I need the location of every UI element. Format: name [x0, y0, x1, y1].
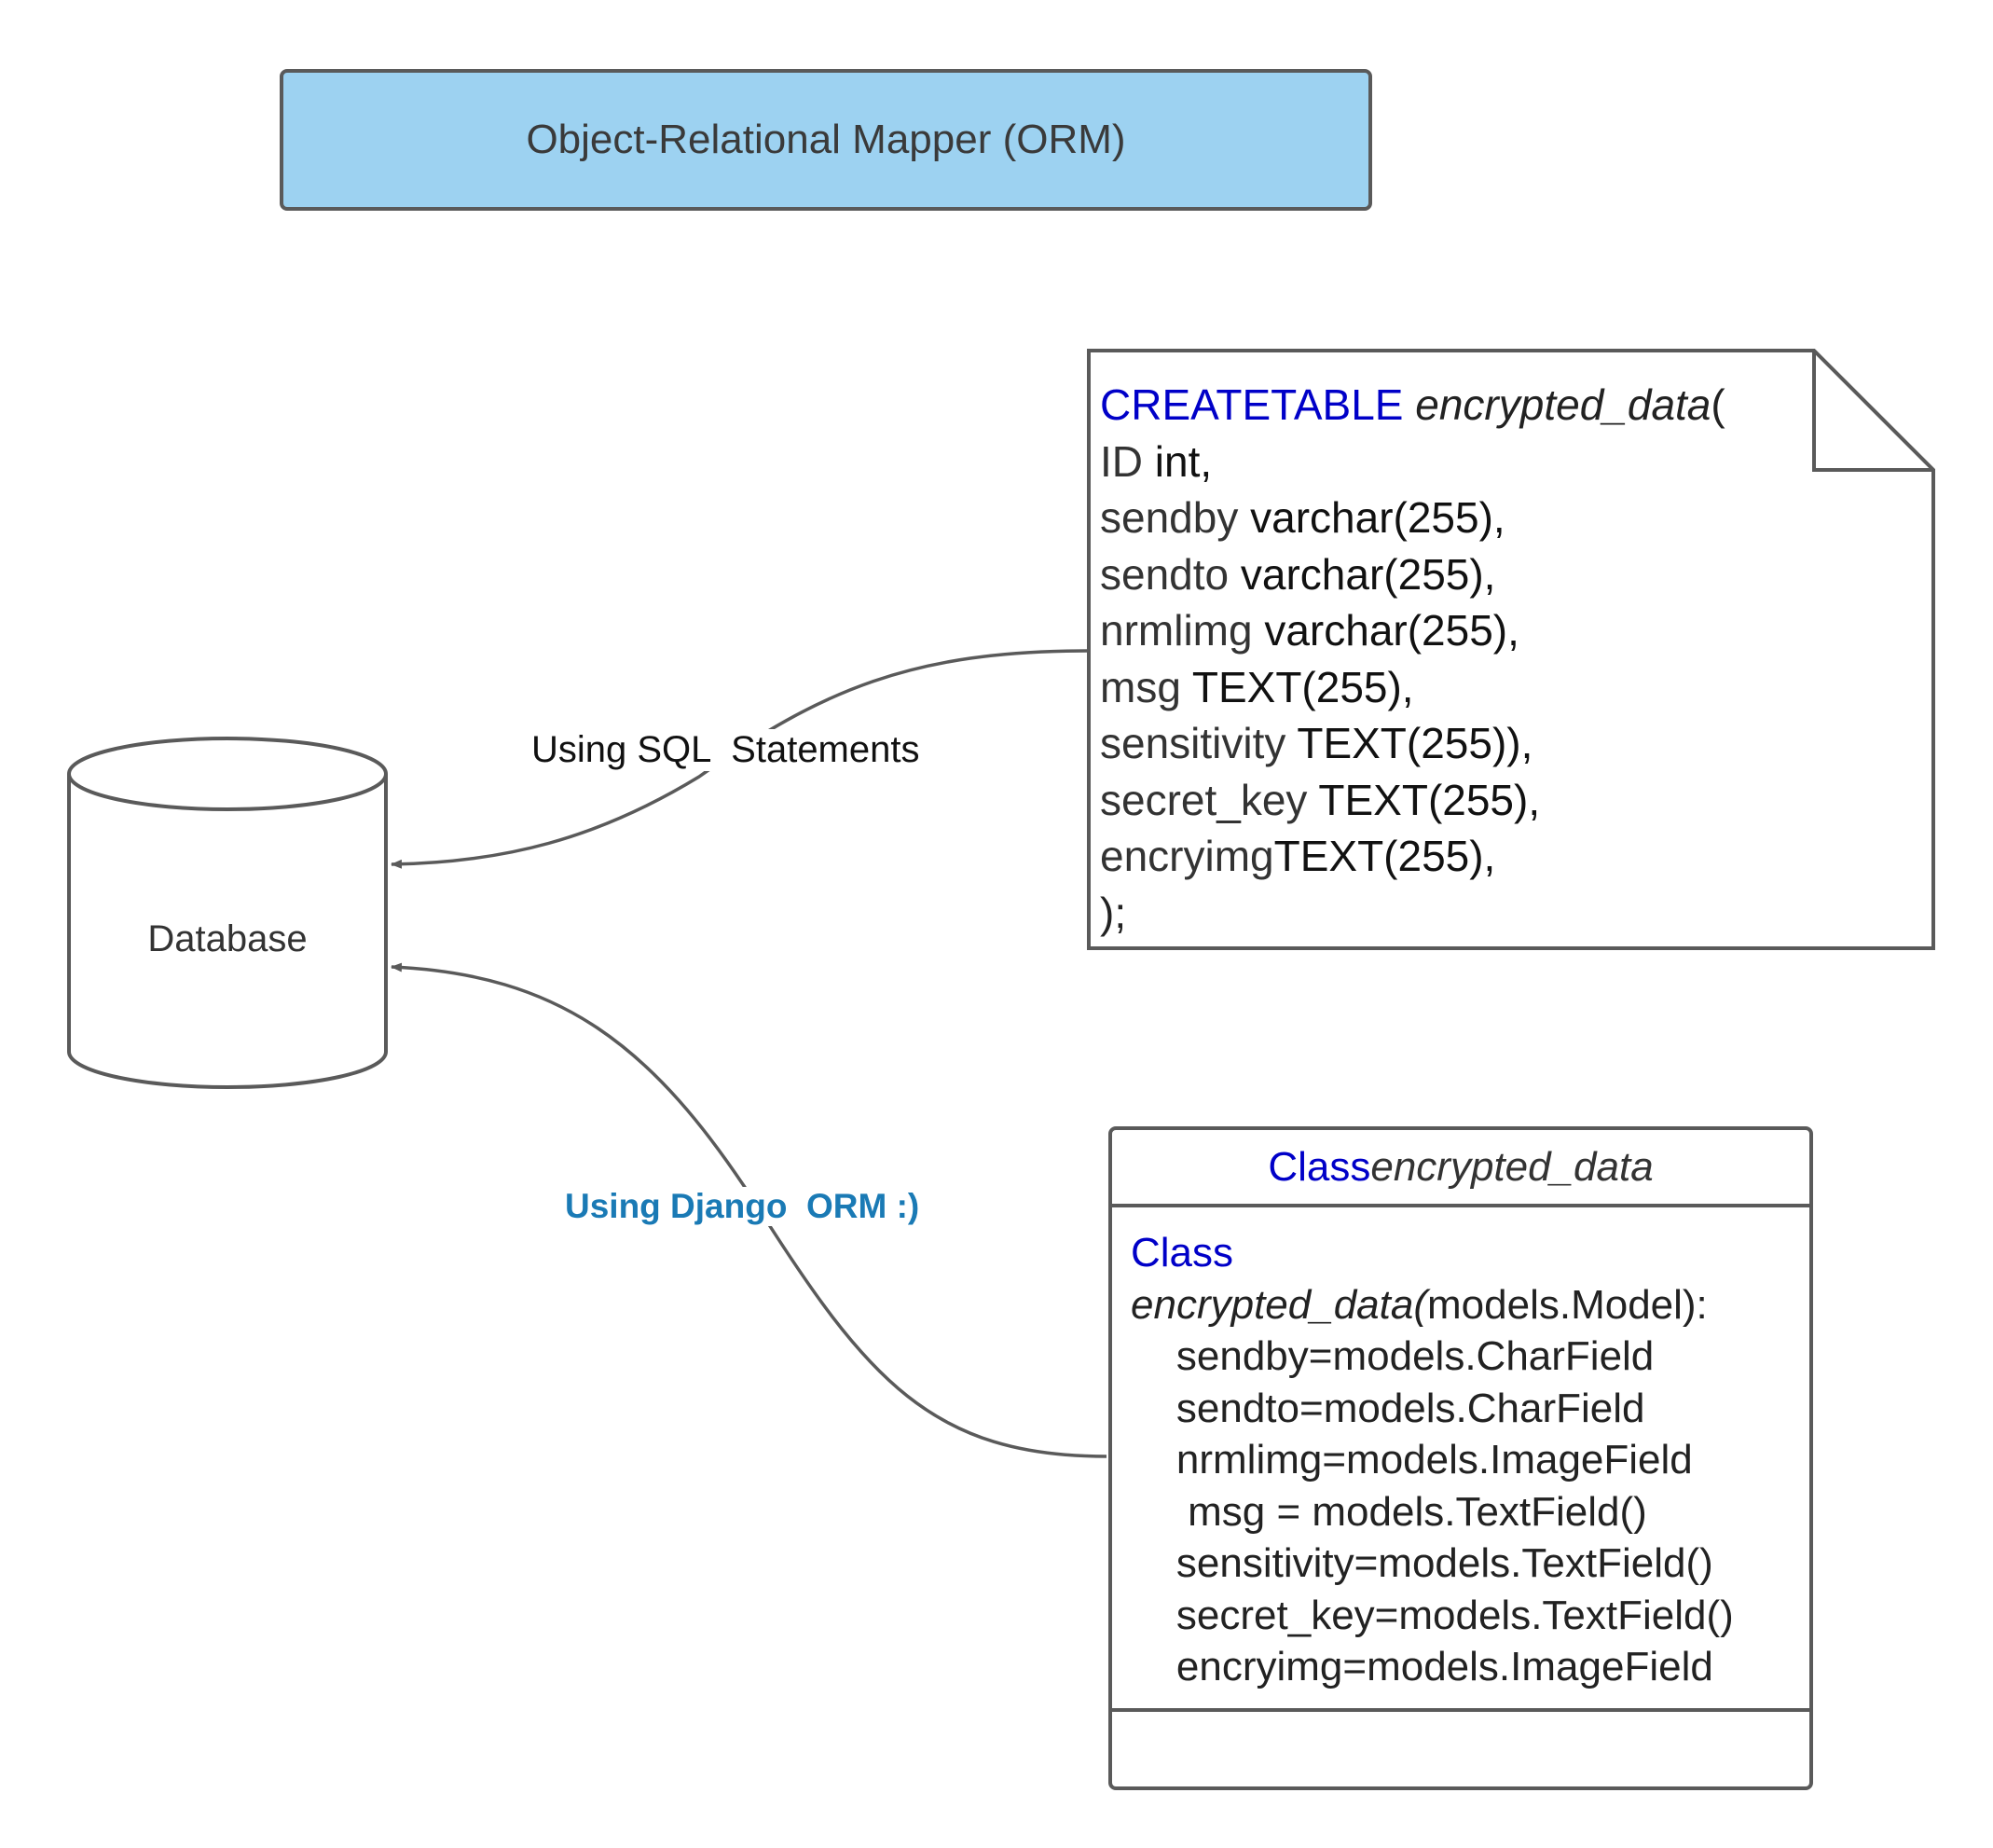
sql-column-name: sendby [1100, 493, 1239, 542]
sql-column-list: ID int,sendby varchar(255),sendto varcha… [1100, 434, 1920, 885]
sql-column-name: msg [1100, 662, 1181, 711]
database-top [67, 737, 388, 811]
database-cylinder[interactable] [67, 737, 388, 1089]
database-body [67, 774, 388, 1089]
class-field-line: secret_key=models.TextField() [1131, 1592, 1734, 1638]
sql-table-name: encrypted_data [1415, 380, 1711, 429]
sql-column-name: encryimg [1100, 832, 1274, 880]
sql-column-type: TEXT(255)), [1285, 719, 1533, 767]
class-header: Class encrypted_data [1112, 1130, 1809, 1207]
sql-column-type: TEXT(255), [1180, 662, 1414, 711]
note-fold [1812, 351, 1933, 472]
sql-column-line: secret_key TEXT(255), [1100, 772, 1920, 829]
class-methods-section [1112, 1708, 1809, 1783]
class-field-line: nrmlimg=models.ImageField [1131, 1437, 1693, 1483]
sql-column-line: ID int, [1100, 434, 1920, 490]
sql-note-shape[interactable] [1087, 349, 1935, 950]
sql-column-type: varchar(255), [1238, 493, 1505, 542]
sql-column-type: varchar(255), [1252, 606, 1519, 655]
django-edge-label: Using Django ORM :) [556, 1187, 929, 1226]
sql-note-text: CREATETABLE encrypted_data( ID int,sendb… [1100, 377, 1920, 941]
class-field-line: msg = models.TextField() [1131, 1488, 1647, 1535]
sql-closing: ); [1100, 888, 1127, 937]
sql-column-name: sendto [1100, 549, 1230, 599]
sql-column-name: ID [1100, 436, 1143, 486]
sql-column-name: nrmlimg [1100, 606, 1253, 655]
title-box[interactable]: Object-Relational Mapper (ORM) [280, 69, 1372, 211]
sql-column-line: nrmlimg varchar(255), [1100, 602, 1920, 659]
class-signature-line: encrypted_data(models.Model): [1131, 1279, 1802, 1331]
sql-column-line: sendto varchar(255), [1100, 546, 1920, 603]
class-header-keyword: Class [1268, 1143, 1371, 1190]
class-body-base: models.Model): [1427, 1281, 1708, 1328]
sql-column-type: TEXT(255), [1273, 832, 1496, 880]
database-label: Database [147, 918, 308, 959]
class-body-keyword: Class [1131, 1230, 1234, 1276]
class-field-line: encryimg=models.ImageField [1131, 1644, 1713, 1689]
title-text: Object-Relational Mapper (ORM) [526, 117, 1126, 162]
sql-column-name: sensitivity [1100, 719, 1286, 767]
sql-column-line: msg TEXT(255), [1100, 659, 1920, 716]
sql-column-line: sensitivity TEXT(255)), [1100, 715, 1920, 772]
class-body-keyword-line: Class [1131, 1227, 1802, 1279]
class-header-name: encrypted_data [1370, 1143, 1654, 1190]
sql-create-line: CREATETABLE encrypted_data( [1100, 377, 1920, 434]
sql-edge-label: Using SQL Statements [522, 729, 929, 771]
sql-column-name: secret_key [1100, 775, 1308, 824]
class-body-name: encrypted_data( [1131, 1281, 1427, 1328]
class-field-line: sensitivity=models.TextField() [1131, 1540, 1713, 1586]
sql-column-type: int, [1143, 436, 1213, 486]
class-field-list: sendby=models.CharField sendto=models.Ch… [1131, 1331, 1802, 1693]
class-box[interactable]: Class encrypted_data Class encrypted_dat… [1108, 1126, 1813, 1790]
sql-keyword: CREATETABLE [1100, 380, 1404, 429]
sql-column-line: encryimgTEXT(255), [1100, 828, 1920, 885]
sql-column-line: sendby varchar(255), [1100, 490, 1920, 546]
sql-column-type: varchar(255), [1229, 549, 1496, 599]
class-field-line: sendby=models.CharField [1131, 1333, 1655, 1379]
sql-column-type: TEXT(255), [1307, 775, 1541, 824]
class-body: Class encrypted_data(models.Model): send… [1131, 1227, 1802, 1693]
class-field-line: sendto=models.CharField [1131, 1385, 1645, 1431]
sql-open-paren: ( [1711, 380, 1725, 429]
